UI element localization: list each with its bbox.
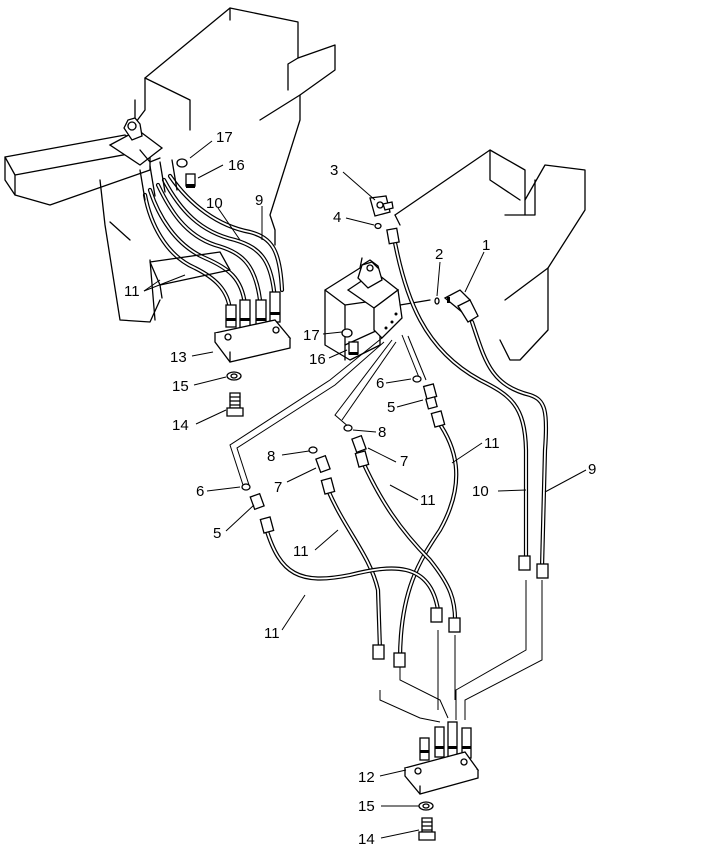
right-hose-10 <box>390 229 529 563</box>
label-17-left: 17 <box>216 129 233 146</box>
label-14-left: 14 <box>172 417 189 434</box>
right-hose-9 <box>469 319 549 571</box>
label-9-right: 9 <box>588 461 596 478</box>
label-10-left: 10 <box>206 195 223 212</box>
left-manifold-block-13 <box>213 319 292 363</box>
label-11-hose-c: 11 <box>293 543 309 560</box>
fitting-3 <box>369 195 394 217</box>
label-11-hose-a: 11 <box>484 435 500 452</box>
left-washer-15 <box>226 371 242 381</box>
callout-labels: 17 16 10 9 11 13 15 14 3 4 1 2 17 16 6 5… <box>124 129 596 848</box>
label-2: 2 <box>435 246 443 263</box>
label-6-right: 6 <box>376 375 384 392</box>
label-4: 4 <box>333 209 341 226</box>
fitting-1 <box>443 289 479 323</box>
label-14-right: 14 <box>358 831 375 845</box>
right-washer-bolt-16-17 <box>341 328 359 355</box>
label-3: 3 <box>330 162 338 179</box>
label-15-left: 15 <box>172 378 189 395</box>
right-washer-15 <box>418 801 434 811</box>
label-9-left: 9 <box>255 192 263 209</box>
label-12: 12 <box>358 769 375 786</box>
label-5-left: 5 <box>213 525 221 542</box>
right-hose-11-b <box>359 457 458 628</box>
label-10-right: 10 <box>472 483 489 500</box>
label-15-right: 15 <box>358 798 375 815</box>
right-fittings-lower <box>419 721 472 761</box>
label-13: 13 <box>170 349 187 366</box>
label-16-left: 16 <box>228 157 245 174</box>
label-11-hose-d: 11 <box>264 625 280 642</box>
leader-lines <box>143 140 587 839</box>
label-5-right: 5 <box>387 399 395 416</box>
left-bolt-14 <box>226 392 244 417</box>
left-pilot-valve <box>108 117 164 166</box>
left-bracket-plate <box>149 251 231 299</box>
left-console-arm <box>4 134 161 323</box>
label-8-left: 8 <box>267 448 275 465</box>
label-11-hose-b: 11 <box>420 492 436 509</box>
right-hose-11-d <box>263 525 441 613</box>
left-washer-bolt <box>176 158 196 188</box>
right-seat-frame <box>394 149 586 361</box>
o-ring-4 <box>374 222 382 230</box>
right-hose-11-a <box>397 417 459 663</box>
label-6-left: 6 <box>196 483 204 500</box>
o-ring-2 <box>434 297 440 305</box>
label-17-right: 17 <box>303 327 320 344</box>
label-7-right: 7 <box>400 453 408 470</box>
left-seat-frame <box>129 7 336 246</box>
label-11-left: 11 <box>124 283 140 300</box>
label-16-right: 16 <box>309 351 326 368</box>
right-manifold-block-12 <box>403 751 480 795</box>
hose-end-fittings <box>259 227 549 668</box>
label-1: 1 <box>482 237 490 254</box>
right-hose-11-c <box>325 487 383 653</box>
left-hose-bundle <box>139 159 285 313</box>
pilot-tubes <box>229 334 543 723</box>
label-8-right: 8 <box>378 424 386 441</box>
right-pilot-valve <box>346 259 431 339</box>
fittings-5-6-7-8 <box>241 375 438 511</box>
right-bolt-14 <box>418 817 436 841</box>
label-7-left: 7 <box>274 479 282 496</box>
